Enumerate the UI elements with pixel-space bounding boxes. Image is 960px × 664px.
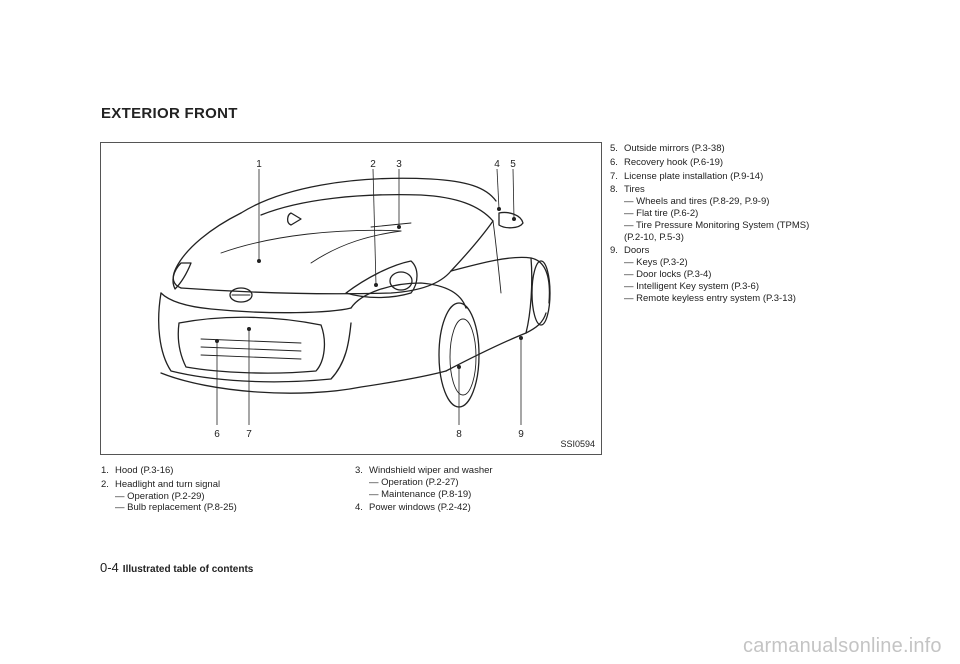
list-item: 7.License plate installation (P.9-14) — [610, 170, 764, 182]
car-front-drawing: 1 2 3 4 5 6 7 8 9 — [158, 159, 551, 440]
list-item: 5.Outside mirrors (P.3-38) — [610, 143, 725, 154]
list-item: 3.Windshield wiper and washer — Operatio… — [355, 465, 493, 500]
list-item: 6.Recovery hook (P.6-19) — [610, 156, 724, 168]
callout-3: 3 — [396, 159, 402, 170]
callout-7: 7 — [246, 429, 252, 440]
list-item: 8.Tires — Wheels and tires (P.8-29, P.9-… — [610, 184, 810, 243]
car-illustration-figure: 1 2 3 4 5 6 7 8 9 SSI0594 — [100, 142, 602, 455]
callout-8: 8 — [456, 429, 462, 440]
watermark: carmanualsonline.info — [743, 635, 942, 657]
section-title: EXTERIOR FRONT — [101, 105, 238, 122]
footer-title: Illustrated table of contents — [122, 564, 254, 575]
page-number: 0-4 — [100, 560, 119, 575]
list-column-1: 1.Hood (P.3-16) 2.Headlight and turn sig… — [101, 465, 331, 516]
list-item: 2.Headlight and turn signal — Operation … — [101, 478, 237, 514]
callout-2: 2 — [370, 159, 376, 170]
callout-1: 1 — [256, 159, 262, 170]
callout-6: 6 — [214, 429, 220, 440]
list-item: 4.Power windows (P.2-42) — [355, 502, 471, 514]
callout-5: 5 — [510, 159, 516, 170]
figure-code: SSI0594 — [560, 439, 595, 449]
list-column-3: 5.Outside mirrors (P.3-38) 6.Recovery ho… — [610, 143, 850, 306]
list-column-2: 3.Windshield wiper and washer — Operatio… — [355, 465, 585, 516]
callout-4: 4 — [494, 159, 500, 170]
callout-9: 9 — [518, 429, 524, 440]
list-item: 9.Doors — Keys (P.3-2) — Door locks (P.3… — [610, 245, 796, 304]
list-item: 1.Hood (P.3-16) — [101, 465, 174, 476]
